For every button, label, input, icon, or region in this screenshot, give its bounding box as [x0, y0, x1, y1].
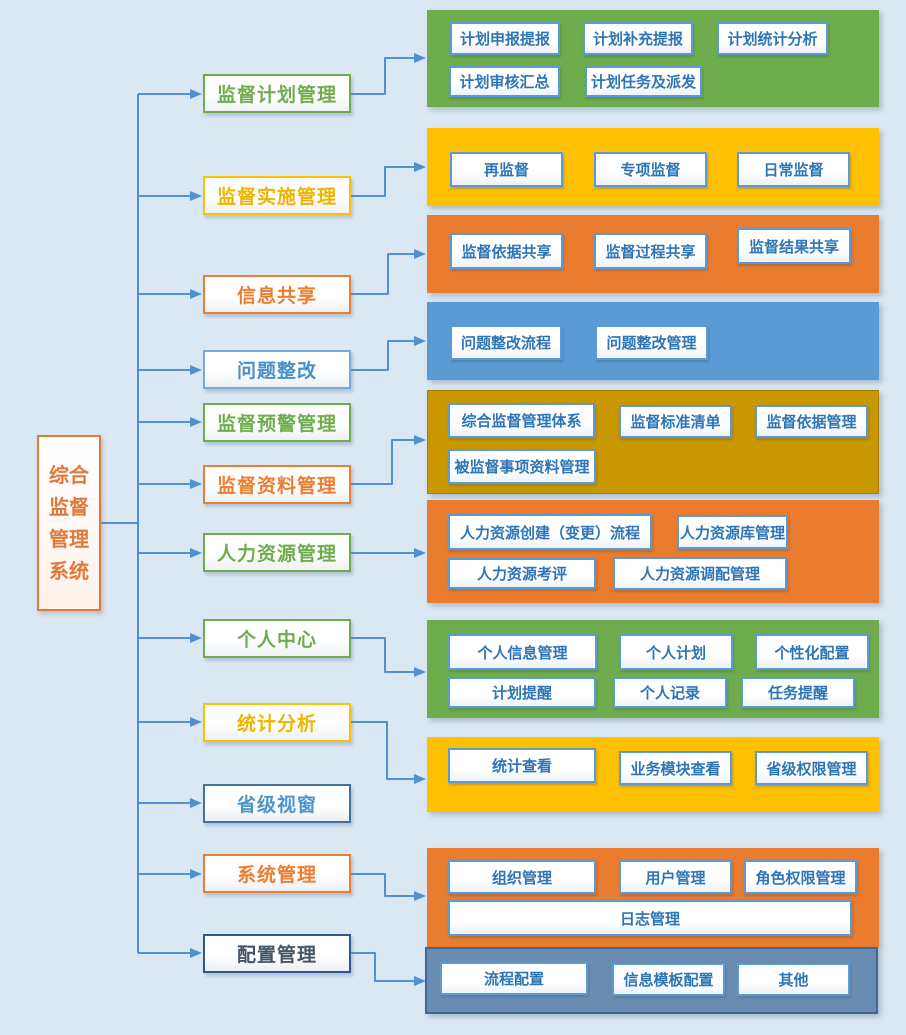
panel-arrow — [351, 721, 426, 784]
category-configuration-management[interactable]: 配置管理 — [203, 934, 351, 973]
sub-function-button[interactable]: 个性化配置 — [755, 634, 869, 670]
sub-function-button[interactable]: 综合监督管理体系 — [448, 403, 595, 438]
root-node-system-title: 综合 监督 管理 系统 — [37, 435, 101, 611]
panel-arrow — [351, 53, 426, 95]
sub-function-button[interactable]: 监督结果共享 — [737, 228, 851, 264]
sub-function-button[interactable]: 个人计划 — [619, 634, 733, 670]
panel-arrow — [351, 952, 426, 986]
sub-function-button[interactable]: 统计查看 — [448, 748, 596, 783]
panel-arrow — [351, 435, 426, 485]
sub-function-button[interactable]: 问题整改流程 — [450, 325, 562, 360]
category-statistical-analysis[interactable]: 统计分析 — [203, 703, 351, 742]
sub-function-button[interactable]: 省级权限管理 — [755, 751, 868, 785]
sub-function-button[interactable]: 组织管理 — [448, 860, 596, 894]
sub-function-button[interactable]: 业务模块查看 — [619, 751, 732, 785]
sub-function-button[interactable]: 计划任务及派发 — [585, 66, 702, 97]
sub-function-button[interactable]: 人力资源库管理 — [677, 515, 788, 549]
panel-arrow — [351, 336, 426, 371]
category-supervision-implementation[interactable]: 监督实施管理 — [203, 176, 351, 215]
sub-function-button[interactable]: 人力资源考评 — [448, 558, 596, 589]
panel-arrow — [351, 249, 426, 295]
sub-function-button[interactable]: 角色权限管理 — [744, 860, 857, 894]
category-supervision-material-management[interactable]: 监督资料管理 — [203, 465, 351, 504]
sub-function-button[interactable]: 其他 — [737, 963, 850, 996]
category-personal-center[interactable]: 个人中心 — [203, 619, 351, 658]
sub-function-button[interactable]: 监督依据管理 — [755, 405, 868, 438]
sub-function-button[interactable]: 人力资源调配管理 — [613, 557, 787, 590]
sub-function-button[interactable]: 日常监督 — [737, 152, 850, 187]
sub-function-button[interactable]: 监督标准清单 — [619, 405, 732, 438]
sub-function-button[interactable]: 计划提醒 — [448, 677, 596, 708]
sub-function-button[interactable]: 再监督 — [450, 152, 563, 187]
panel-arrow — [351, 637, 426, 677]
sub-function-button[interactable]: 用户管理 — [619, 860, 732, 894]
category-human-resource-management[interactable]: 人力资源管理 — [203, 533, 351, 572]
sub-function-button[interactable]: 监督过程共享 — [594, 233, 707, 269]
sub-function-button[interactable]: 计划申报提报 — [450, 22, 560, 55]
panel-arrow — [351, 162, 426, 197]
category-provincial-window[interactable]: 省级视窗 — [203, 784, 351, 823]
panel-arrow — [351, 873, 426, 901]
category-supervision-warning-management[interactable]: 监督预警管理 — [203, 403, 351, 442]
category-problem-rectification[interactable]: 问题整改 — [203, 350, 351, 389]
sub-function-button[interactable]: 任务提醒 — [741, 677, 855, 708]
category-information-sharing[interactable]: 信息共享 — [203, 275, 351, 314]
sub-function-button[interactable]: 个人记录 — [613, 677, 727, 708]
sub-function-button[interactable]: 问题整改管理 — [595, 325, 708, 360]
sub-function-button[interactable]: 信息模板配置 — [612, 963, 725, 996]
sub-function-button[interactable]: 日志管理 — [448, 900, 852, 936]
sub-function-button[interactable]: 个人信息管理 — [448, 634, 597, 670]
sub-function-button[interactable]: 被监督事项资料管理 — [448, 449, 596, 484]
category-supervision-plan-management[interactable]: 监督计划管理 — [203, 74, 351, 113]
sub-function-button[interactable]: 计划审核汇总 — [449, 66, 560, 97]
sub-function-button[interactable]: 流程配置 — [440, 962, 588, 995]
sub-function-button[interactable]: 计划补充提报 — [583, 22, 693, 55]
sub-function-button[interactable]: 监督依据共享 — [450, 233, 563, 269]
sub-function-button[interactable]: 人力资源创建（变更）流程 — [448, 514, 652, 550]
sub-function-button[interactable]: 计划统计分析 — [717, 22, 828, 55]
sub-function-button[interactable]: 专项监督 — [594, 152, 707, 187]
category-system-management[interactable]: 系统管理 — [203, 854, 351, 893]
